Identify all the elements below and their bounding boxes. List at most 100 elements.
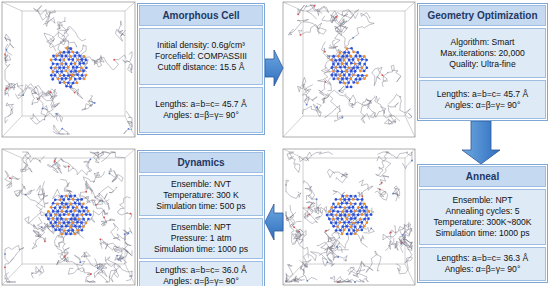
- polymer-chain: [5, 63, 15, 91]
- atom: [390, 232, 392, 234]
- crystal-atom: [332, 210, 335, 213]
- cell-edge: [283, 149, 303, 158]
- crystal-atom: [344, 214, 347, 217]
- crystal-atom: [52, 62, 55, 65]
- crystal-atom: [352, 58, 355, 61]
- polymer-chain: [41, 223, 57, 234]
- crystal-atom: [363, 225, 366, 228]
- crystal-atom: [344, 206, 347, 209]
- cell-front: [283, 149, 415, 285]
- polymer-chain: [31, 266, 44, 279]
- polymer-chain: [384, 115, 399, 125]
- crystal-atom: [366, 67, 369, 70]
- crystal-atom: [54, 198, 57, 201]
- crystal-atom: [348, 221, 351, 224]
- polymer-chain: [288, 19, 319, 34]
- crystal-atom: [337, 63, 340, 66]
- crystal-atom: [350, 233, 353, 236]
- polymer-chain: [79, 180, 91, 202]
- crystal-atom: [341, 195, 344, 198]
- polymer-chain: [375, 188, 388, 200]
- crystal-atom: [336, 70, 339, 73]
- crystal-atom: [345, 63, 348, 66]
- crystal-atom: [363, 210, 366, 213]
- crystal-atom: [354, 217, 357, 220]
- crystal-atom: [367, 210, 370, 213]
- crystal-atom: [56, 218, 59, 221]
- crystal-atom: [348, 229, 351, 232]
- crystal-atom: [330, 66, 333, 69]
- crystal-atom: [68, 58, 71, 61]
- polymer-chain: [115, 250, 132, 261]
- crystal-atom: [76, 229, 79, 232]
- atom: [61, 229, 63, 231]
- step-title: Anneal: [423, 170, 542, 183]
- crystal-atom: [352, 206, 355, 209]
- atom: [130, 213, 132, 215]
- crystal-atom: [352, 51, 355, 54]
- crystal-atom: [61, 78, 64, 81]
- crystal-atom: [74, 55, 77, 58]
- polymer-chain: [63, 38, 77, 53]
- crystal-atom: [332, 63, 335, 66]
- atom: [392, 193, 394, 195]
- crystal-atom: [336, 217, 339, 220]
- crystal-atom: [361, 198, 364, 201]
- crystal-atom: [52, 225, 55, 228]
- atom: [325, 230, 327, 232]
- title-cell: Geometry Optimization: [419, 5, 546, 26]
- crystal-atom: [50, 214, 53, 217]
- crystal-atom: [67, 198, 70, 201]
- polymer-chain: [116, 21, 126, 41]
- atom: [117, 258, 119, 260]
- crystal-atom: [334, 206, 337, 209]
- crystal-atom: [350, 195, 353, 198]
- crystal-atom: [85, 66, 88, 69]
- atom: [370, 227, 372, 229]
- parameter-text: Ensemble: NPT: [423, 195, 542, 206]
- crystal-atom: [352, 213, 355, 216]
- parameter-text: Temperature: 300 K: [143, 190, 259, 201]
- step-title: Amorphous Cell: [143, 9, 259, 22]
- cell-edge: [2, 2, 22, 11]
- polymer-chain: [394, 224, 412, 235]
- crystal-atom: [339, 74, 342, 77]
- crystal-atom: [348, 66, 351, 69]
- crystal-atom: [361, 229, 364, 232]
- polymer-chain: [92, 186, 117, 205]
- atom: [44, 240, 46, 242]
- crystal-atom: [339, 66, 342, 69]
- crystal-atom: [332, 225, 335, 228]
- parameter-text: Max.iterations: 20,000: [423, 48, 542, 59]
- parameter-text: Temperature: 300K~800K: [423, 217, 542, 228]
- crystal-atom: [350, 86, 353, 89]
- atom: [103, 217, 105, 219]
- crystal-atom: [60, 55, 63, 58]
- crystal-atom: [69, 77, 72, 80]
- crystal-atom: [343, 59, 346, 62]
- process-step: AnnealEnsemble: NPTAnnealing cycles: 5Te…: [283, 164, 548, 283]
- crystal-atom: [354, 202, 357, 205]
- crystal-atom: [65, 225, 68, 228]
- crystal-atom: [65, 203, 68, 206]
- crystal-atom: [334, 59, 337, 62]
- crystal-atom: [50, 206, 53, 209]
- atom: [113, 59, 115, 61]
- crystal-atom: [330, 206, 333, 209]
- crystal-atom: [359, 55, 362, 58]
- crystal-atom: [60, 70, 63, 73]
- atom: [306, 104, 308, 106]
- parameter-text: Ensemble: NVT: [143, 179, 259, 190]
- crystal-atom: [65, 218, 68, 221]
- crystal-atom: [59, 81, 62, 84]
- polymer-chain: [14, 184, 32, 197]
- parameter-text: Simulation time: 1000 ps: [423, 228, 542, 239]
- crystal-atom: [357, 206, 360, 209]
- parameter-table: DynamicsEnsemble: NVTTemperature: 300 KS…: [137, 150, 265, 286]
- crystal-atom: [74, 62, 77, 65]
- polymer-chain: [380, 103, 398, 118]
- polymer-chain: [36, 98, 63, 122]
- crystal-atom: [341, 70, 344, 73]
- crystal-atom: [74, 70, 77, 73]
- polymer-chain: [327, 169, 348, 183]
